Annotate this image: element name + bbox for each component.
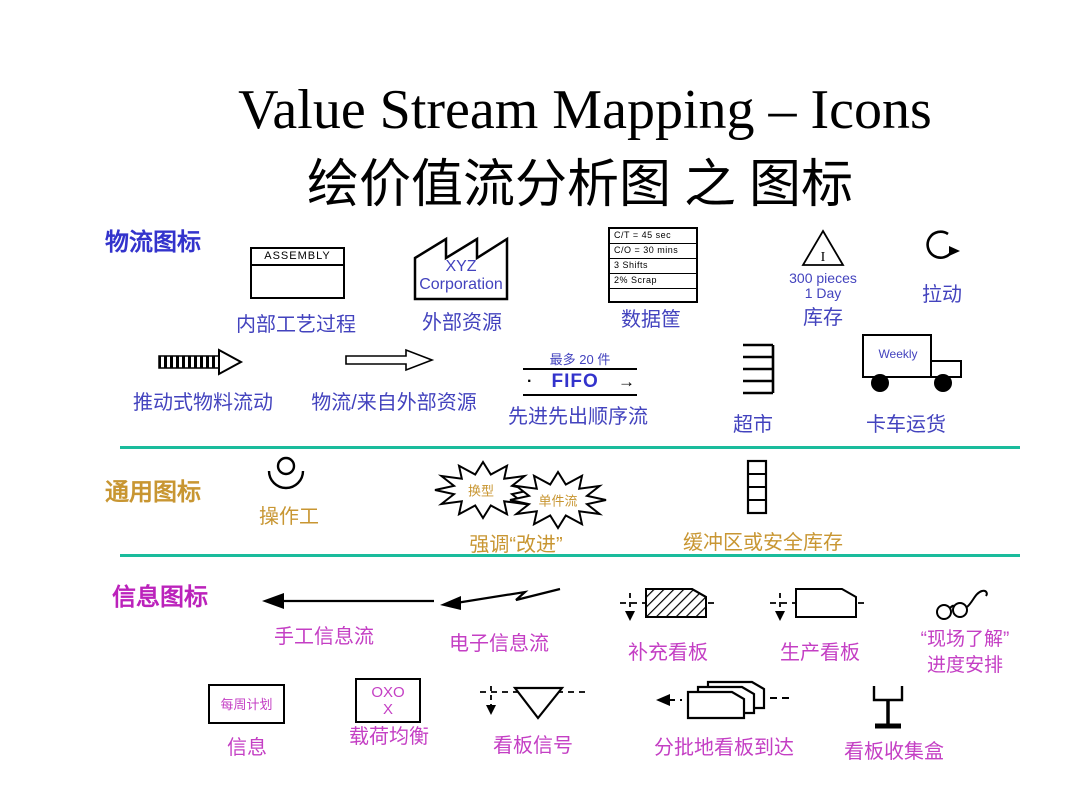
outside-source-label: 外部资源 [422, 312, 502, 334]
batch-kanban-label: 分批地看板到达 [654, 737, 794, 759]
signal-kanban-icon [478, 682, 588, 732]
factory-company-text: XYZ Corporation [419, 258, 503, 293]
section-divider [120, 554, 1020, 557]
inventory-triangle-icon: I [801, 229, 845, 267]
kanban-post-icon [866, 684, 910, 734]
process-box-title: ASSEMBLY [252, 249, 343, 266]
info-box-label: 信息 [227, 737, 267, 759]
shipment-arrow-icon [344, 347, 435, 373]
withdrawal-kanban-label: 补充看板 [628, 642, 708, 664]
electronic-info-label: 电子信息流 [449, 633, 549, 655]
data-box-row: C/O = 30 mins [610, 244, 696, 259]
burst-text-one-piece-flow: 单件流 [538, 493, 578, 509]
page-title: Value Stream Mapping – Icons [238, 79, 932, 141]
truck-word: Weekly [878, 347, 918, 361]
inventory-letter: I [821, 250, 826, 265]
section-header-material-flow: 物流图标 [105, 229, 201, 256]
load-leveling-label: 载荷均衡 [349, 726, 429, 748]
data-box-label: 数据筐 [621, 309, 681, 331]
truck-wheel [871, 374, 889, 392]
supermarket-icon [737, 343, 777, 395]
load-leveling-text: OXOX [371, 684, 405, 718]
inventory-label: 库存 [803, 307, 843, 329]
fifo-label: 先进先出顺序流 [508, 406, 648, 428]
fifo-max-text: 最多 20 件 [523, 349, 637, 370]
manual-info-label: 手工信息流 [274, 626, 374, 648]
push-striped-arrow-icon [158, 348, 244, 376]
burst-text-changeover: 换型 [467, 483, 495, 499]
data-box-row: C/T = 45 sec [610, 229, 696, 244]
data-box-row: 3 Shifts [610, 259, 696, 274]
signal-kanban-label: 看板信号 [493, 735, 573, 757]
external-flow-label: 物流/来自外部资源 [311, 392, 477, 414]
buffer-label: 缓冲区或安全库存 [683, 532, 843, 554]
truck-wheel [934, 374, 952, 392]
kanban-card-icon [768, 585, 870, 641]
kanban-card-hatched-icon [618, 585, 720, 641]
go-see-label-line2: 进度安排 [926, 655, 1004, 676]
kaizen-label: 强调“改进” [469, 534, 563, 556]
section-header-general: 通用图标 [105, 479, 201, 506]
batch-kanban-icon [652, 678, 794, 724]
go-see-label-line1: “现场了解” [920, 629, 1010, 650]
pull-circle-icon [921, 227, 961, 267]
fifo-arrow-icon: → [617, 372, 635, 391]
process-box-label: 内部工艺过程 [236, 314, 356, 336]
glasses-icon [933, 585, 991, 623]
kaizen-burst-icon [433, 460, 533, 520]
fifo-word: FIFO [551, 371, 599, 392]
electronic-info-arrow-icon [430, 584, 562, 616]
info-box-icon: 每周计划 [208, 684, 285, 724]
info-box-text: 每周计划 [220, 696, 273, 712]
fifo-dot: · [527, 373, 533, 390]
data-box-icon: C/T = 45 sec C/O = 30 mins 3 Shifts 2% S… [608, 227, 698, 303]
factory-icon [412, 228, 510, 302]
data-box-row: 2% Scrap [610, 274, 696, 289]
section-header-information: 信息图标 [112, 584, 208, 611]
truck-label: 卡车运货 [866, 414, 946, 436]
manual-info-arrow-icon [258, 588, 438, 614]
fifo-lane-icon: 最多 20 件 · FIFO → [523, 349, 637, 396]
inventory-period: 1 Day [804, 285, 842, 301]
process-box-icon: ASSEMBLY [250, 247, 345, 299]
page-subtitle: 绘价值流分析图 之 图标 [306, 157, 853, 214]
kanban-post-label: 看板收集盒 [844, 741, 944, 763]
supermarket-label: 超市 [733, 414, 773, 436]
production-kanban-label: 生产看板 [780, 642, 860, 664]
truck-body [862, 334, 932, 378]
section-divider [120, 446, 1020, 449]
operator-icon [264, 454, 308, 494]
buffer-ladder-icon [745, 459, 769, 515]
inventory-qty: 300 pieces [789, 270, 857, 286]
operator-label: 操作工 [259, 506, 319, 528]
push-arrow-label: 推动式物料流动 [133, 392, 273, 414]
pull-label: 拉动 [922, 284, 962, 306]
kaizen-burst-icon [506, 470, 610, 530]
truck-icon: Weekly [855, 330, 980, 400]
load-leveling-icon: OXOX [355, 678, 421, 723]
